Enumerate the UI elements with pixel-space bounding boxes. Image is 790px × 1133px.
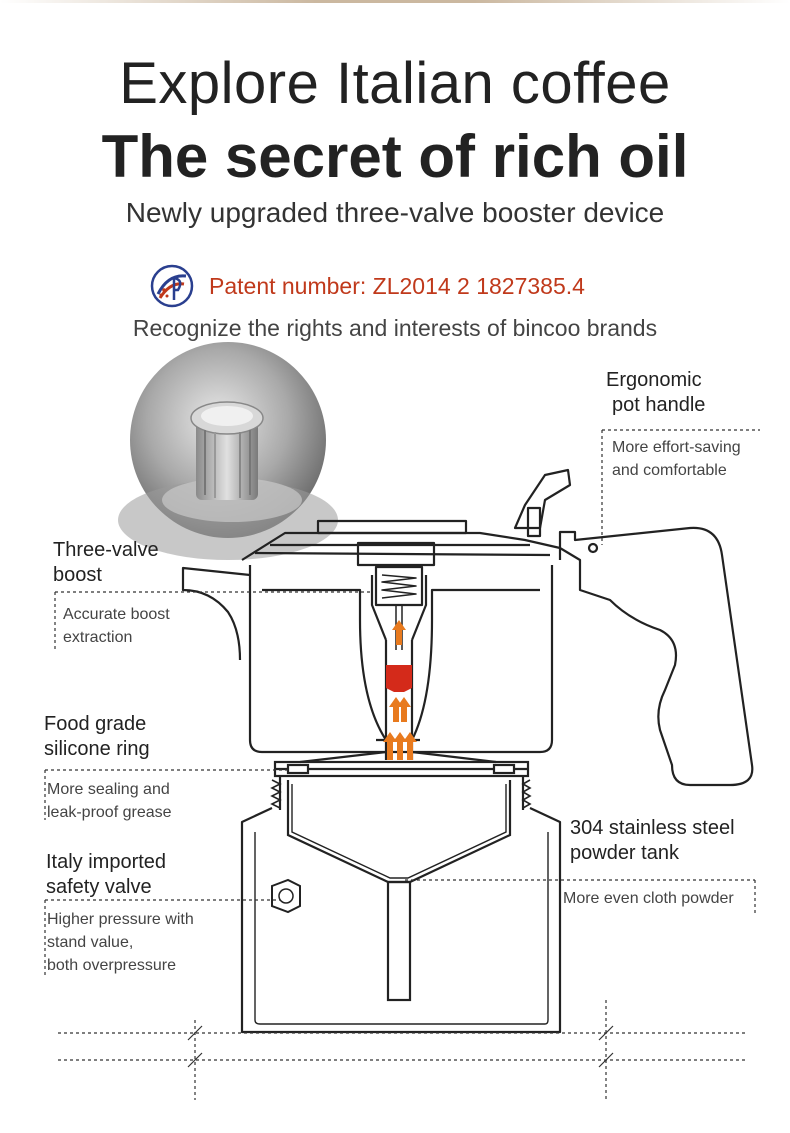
safety-valve-title: Italy imported safety valve (46, 851, 167, 898)
headline-line-1: Explore Italian coffee (119, 51, 671, 116)
powder-tank-description: More even cloth powder (563, 890, 734, 907)
headline-line-2: The secret of rich oil (101, 123, 689, 190)
pressure-arrows (383, 620, 417, 760)
safety-valve-icon (271, 878, 301, 914)
three-valve-title: Three-valve boost (53, 539, 159, 586)
silicone-ring-title: Food grade silicone ring (44, 713, 150, 760)
safety-valve-description: Higher pressure with stand value, both o… (47, 911, 194, 974)
valve-closeup-photo (118, 342, 338, 560)
powder-tank-title: 304 stainless steel powder tank (570, 817, 735, 864)
subtitle: Newly upgraded three-valve booster devic… (125, 197, 665, 228)
valve-red-plug (386, 665, 412, 692)
three-valve-description: Accurate boost extraction (63, 606, 170, 646)
top-accent-line (0, 0, 790, 3)
patent-number: Patent number: ZL2014 2 1827385.4 (209, 273, 585, 299)
patent-logo-icon (150, 264, 194, 308)
brand-rights-tagline: Recognize the rights and interests of bi… (132, 315, 658, 341)
silicone-ring-description: More sealing and leak-proof grease (47, 781, 172, 821)
handle-title: Ergonomic pot handle (606, 369, 706, 416)
handle-description: More effort-saving and comfortable (612, 439, 741, 479)
